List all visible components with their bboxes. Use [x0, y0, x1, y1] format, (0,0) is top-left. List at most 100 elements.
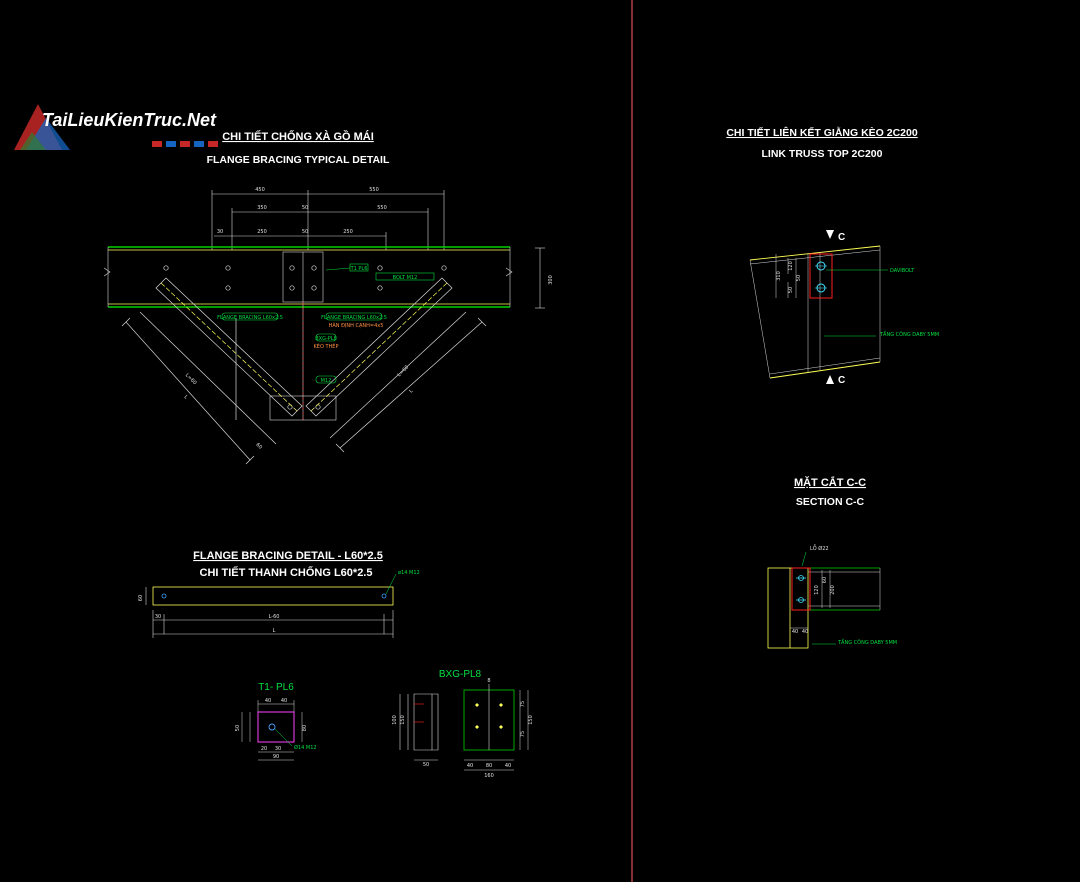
- tag-t1: T1 PL6: [350, 266, 368, 272]
- plate-t1-detail: T1- PL6 Ø14 M12 40 40 50 80 20 30 90: [235, 682, 317, 761]
- bxg-dim: 150: [528, 715, 534, 725]
- link-truss-detail: CHI TIẾT LIÊN KẾT GIẰNG KÈO 2C200 LINK T…: [726, 126, 939, 386]
- t1-dim: 20: [261, 746, 267, 752]
- dim-text: 30: [217, 229, 223, 235]
- left-brace: [121, 277, 303, 465]
- link-dim: 310: [776, 271, 782, 281]
- typical-bolts: [163, 265, 447, 410]
- link-dim: 50: [796, 275, 802, 281]
- section-cc-bolts: [796, 575, 806, 603]
- link-plate: [809, 253, 833, 299]
- flange-bracing-member-detail: FLANGE BRACING DETAIL - L60*2.5 CHI TIẾT…: [138, 550, 420, 638]
- section-mark-bottom-icon: [826, 375, 834, 384]
- t1-plate: [257, 711, 295, 743]
- member-depth-dim: 60: [138, 595, 144, 601]
- bxg-dim: 150: [400, 715, 406, 725]
- section-mark-top: C: [838, 232, 845, 243]
- member-outline: [152, 586, 394, 606]
- roof-note: KÈO THÉP: [314, 342, 339, 350]
- bxg-dim: 75: [520, 731, 526, 737]
- member-overall-label: L: [273, 628, 276, 634]
- dim-text: 550: [377, 205, 387, 211]
- seg-l-left: L: [183, 394, 189, 400]
- member-hole-label: ø14 M12: [398, 570, 420, 576]
- link-truss-title-en: LINK TRUSS TOP 2C200: [762, 148, 883, 160]
- typical-title-vi: CHI TIẾT CHỐNG XÀ GỒ MÁI: [222, 129, 374, 143]
- bxg-front-view: [463, 684, 515, 751]
- bxg-dim: 75: [520, 701, 526, 707]
- dim-text: 50: [302, 229, 308, 235]
- seg-l-right: L: [408, 388, 414, 394]
- flange-bracing-typical-detail: CHI TIẾT CHỐNG XÀ GỒ MÁI FLANGE BRACING …: [103, 129, 554, 465]
- t1-dim: 30: [275, 746, 281, 752]
- section-cc-hole-label: LỖ Ø22: [810, 544, 829, 552]
- section-cc-dim: 40: [792, 629, 798, 635]
- member-length-label: L-60: [269, 614, 280, 620]
- section-cc-dim: 40: [802, 629, 808, 635]
- member-end-dim: 30: [155, 614, 161, 620]
- bxg-bolts: [475, 703, 503, 729]
- member-hole-left: [161, 593, 167, 599]
- bxg-dim: 160: [484, 773, 494, 779]
- section-cc-dim: 200: [830, 585, 836, 595]
- section-cc-geometry: [767, 567, 881, 649]
- t1-dim: 50: [235, 725, 241, 731]
- section-cc-title-en: SECTION C-C: [796, 496, 865, 508]
- bolt-label: BOLT M12: [393, 275, 418, 281]
- t1-title: T1- PL6: [258, 682, 294, 693]
- t1-dim: 80: [302, 725, 308, 731]
- section-cc-dim: 60: [822, 577, 828, 583]
- link-truss-title-vi: CHI TIẾT LIÊN KẾT GIẰNG KÈO 2C200: [726, 126, 918, 139]
- t1-hole-label: Ø14 M12: [294, 744, 317, 751]
- bracing-label-left: FLANGE BRACING L60x2.5: [217, 315, 283, 321]
- plate-bxg-detail: BXG-PL8 100 150: [392, 669, 534, 779]
- bolt-m12: M12: [321, 378, 332, 384]
- t1-dim: 40: [265, 698, 271, 704]
- dim-text: 250: [257, 229, 267, 235]
- section-cc-dim: 120: [814, 585, 820, 595]
- dim-text: 250: [343, 229, 353, 235]
- section-cc-detail: MẶT CẮT C-C SECTION C-C LỖ Ø22 120 200 6…: [767, 476, 897, 649]
- bolt-note: BXG-PL8: [315, 336, 337, 342]
- section-mark-bottom: C: [838, 375, 845, 386]
- typical-dimensions: [211, 190, 545, 309]
- central-plate: [269, 251, 337, 421]
- right-brace: [305, 277, 487, 453]
- link-tag: DAVIBOLT: [890, 268, 915, 274]
- bxg-dim: 50: [423, 762, 429, 768]
- weld-note: HÀN ĐỊNH CẠNH=4x5: [329, 322, 384, 329]
- member-hole-right: [381, 593, 387, 599]
- dim-text: 350: [257, 205, 267, 211]
- bxg-dim: 40: [467, 763, 473, 769]
- t1-dim: 40: [281, 698, 287, 704]
- dim-text: 550: [369, 187, 379, 193]
- link-truss-chords: [749, 245, 881, 379]
- bxg-dim: 100: [392, 715, 398, 725]
- typical-title-en: FLANGE BRACING TYPICAL DETAIL: [207, 154, 390, 166]
- section-cc-title-vi: MẶT CẮT C-C: [794, 476, 866, 489]
- section-cc-plate: [791, 567, 811, 611]
- bxg-dim: 8: [487, 678, 490, 684]
- member-title-en: FLANGE BRACING DETAIL - L60*2.5: [193, 550, 383, 562]
- dim-text: 50: [302, 205, 308, 211]
- link-note: TẤNG CÔNG DABY 5MM: [879, 330, 939, 338]
- link-dim: 50: [788, 287, 794, 293]
- bxg-dim: 80: [486, 763, 492, 769]
- dim-text: 300: [548, 275, 554, 285]
- member-title-vi: CHI TIẾT THANH CHỐNG L60*2.5: [200, 565, 373, 579]
- bxg-side-view: [399, 693, 439, 761]
- watermark-logo: TaiLieuKienTruc.Net: [14, 104, 218, 150]
- t1-hole: [268, 723, 276, 731]
- link-bolts: [815, 261, 827, 293]
- dim-text: 450: [255, 187, 265, 193]
- purlin-beam: [103, 246, 513, 308]
- bracing-label-right: FLANGE BRACING L60x2.5: [321, 315, 387, 321]
- link-dim: 120: [788, 261, 794, 271]
- bxg-title: BXG-PL8: [439, 669, 482, 680]
- section-mark-top-icon: [826, 230, 834, 239]
- t1-dim: 90: [273, 754, 279, 760]
- section-cc-note: TẤNG CÔNG DABY 5MM: [837, 638, 897, 646]
- watermark-text: TaiLieuKienTruc.Net: [42, 110, 217, 130]
- dim-60-left: 60: [254, 442, 263, 451]
